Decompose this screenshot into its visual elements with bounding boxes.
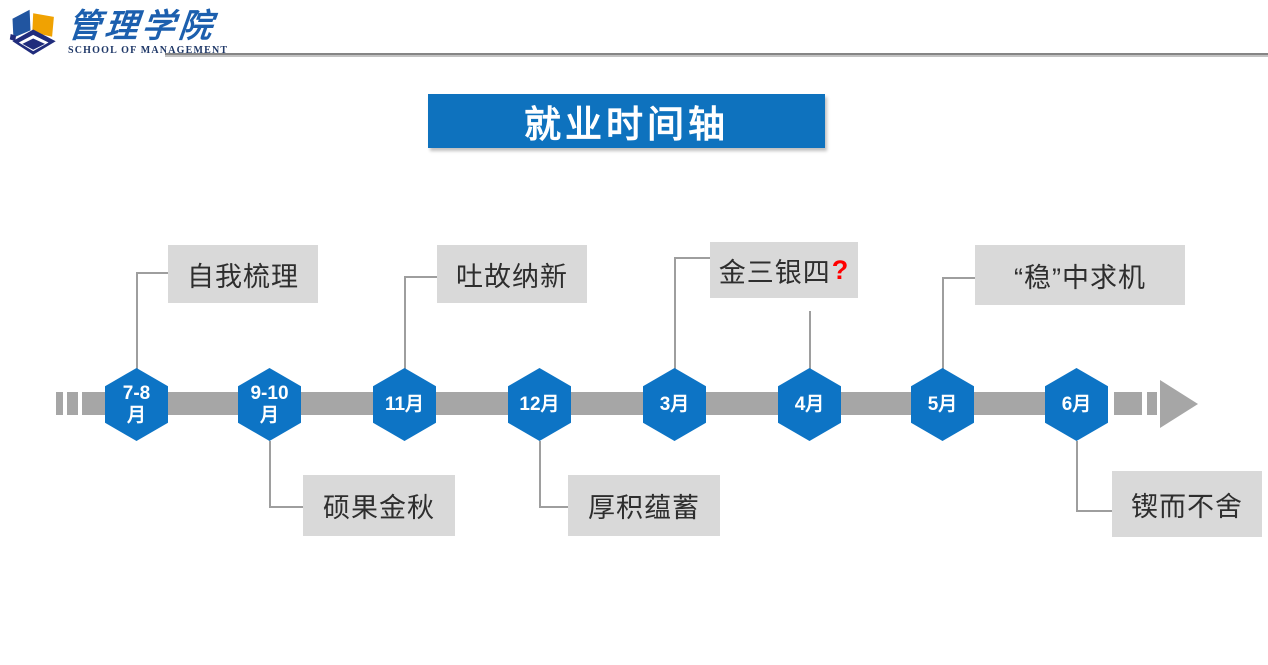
timeline-node-month: 6月: [1045, 368, 1108, 441]
timeline-arrowhead-icon: [1160, 380, 1198, 428]
timeline-dash: [1147, 392, 1157, 415]
event-label: 金三银四?: [710, 242, 858, 298]
event-label: 吐故纳新: [437, 245, 587, 303]
timeline-node-month: 11月: [373, 368, 436, 441]
connector: [942, 277, 944, 369]
timeline-dash: [82, 392, 102, 415]
timeline-bar: [102, 392, 1108, 415]
red-question-mark: ?: [831, 254, 850, 285]
event-text: 吐故纳新: [456, 261, 568, 292]
connector: [539, 441, 541, 508]
event-label: 厚积蕴蓄: [568, 475, 720, 536]
school-logo: 管理学院 SCHOOL OF MANAGEMENT: [8, 6, 228, 62]
connector: [674, 257, 710, 259]
connector: [674, 257, 676, 369]
event-label: 自我梳理: [168, 245, 318, 303]
event-text: 自我梳理: [187, 261, 299, 292]
event-text: “稳”中求机: [1014, 262, 1146, 293]
logo-title-chinese: 管理学院: [66, 7, 219, 44]
event-label: 硕果金秋: [303, 475, 455, 536]
timeline-node-month: 7-8 月: [105, 368, 168, 441]
event-label: 锲而不舍: [1112, 471, 1262, 537]
connector: [404, 276, 406, 369]
connector: [269, 441, 271, 508]
page-title: 就业时间轴: [428, 94, 825, 148]
timeline-node-month: 5月: [911, 368, 974, 441]
event-text: 硕果金秋: [323, 493, 435, 523]
connector: [404, 276, 437, 278]
connector: [136, 272, 138, 369]
event-text: 金三银四: [718, 257, 831, 288]
timeline-node-month: 3月: [643, 368, 706, 441]
header-divider-line: [165, 53, 1268, 57]
connector: [1076, 510, 1112, 512]
timeline-node-month: 4月: [778, 368, 841, 441]
logo-subtitle-english: SCHOOL OF MANAGEMENT: [68, 45, 229, 57]
timeline-node-month: 12月: [508, 368, 571, 441]
timeline-dash: [67, 392, 78, 415]
connector: [809, 311, 811, 369]
school-cube-logo-icon: [9, 9, 56, 55]
logo-text: 管理学院 SCHOOL OF MANAGEMENT: [66, 6, 229, 57]
connector: [269, 506, 303, 508]
event-label: “稳”中求机: [975, 245, 1185, 305]
connector: [1076, 441, 1078, 512]
connector: [942, 277, 975, 279]
event-text: 厚积蕴蓄: [588, 493, 700, 523]
connector: [136, 272, 168, 274]
timeline-node-month: 9-10 月: [238, 368, 301, 441]
timeline-dash: [56, 392, 63, 415]
connector: [539, 506, 568, 508]
timeline-dash: [1114, 392, 1142, 415]
event-text: 锲而不舍: [1131, 491, 1243, 522]
